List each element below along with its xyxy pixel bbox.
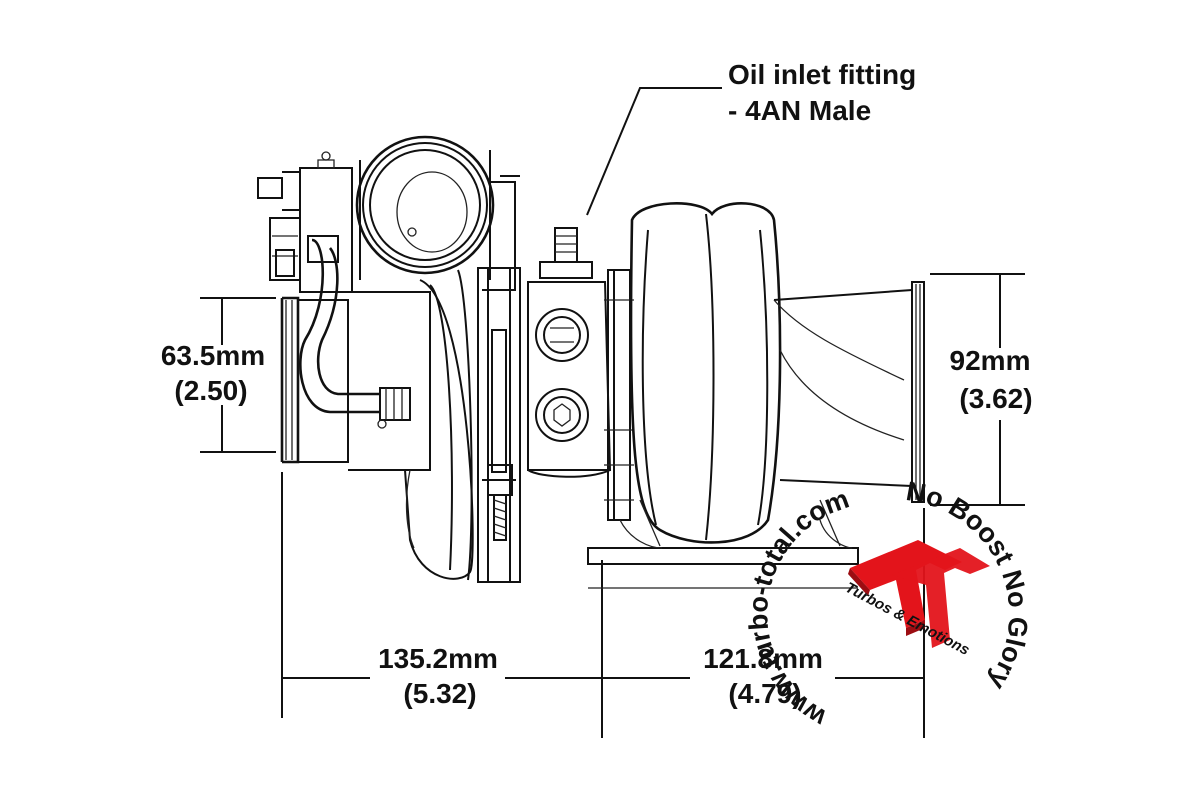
compressor-inlet <box>280 296 349 464</box>
compressor-housing <box>348 269 474 581</box>
oil-inlet-fitting <box>527 227 612 478</box>
labels: Oil inlet fitting - 4AN Male 63.5mm (2.5… <box>161 59 1033 709</box>
inlet-dim-mm: 63.5mm <box>161 340 265 371</box>
turbine-base-flange <box>587 499 859 565</box>
length-a-in: (5.32) <box>403 678 476 709</box>
length-a-mm: 135.2mm <box>378 643 498 674</box>
tt-logo-mark <box>848 540 990 648</box>
length-b-mm: 121.8mm <box>703 643 823 674</box>
turbine-flange <box>604 269 634 521</box>
outlet-dim-mm: 92mm <box>950 345 1031 376</box>
oil-inlet-label-line1: Oil inlet fitting <box>728 59 916 90</box>
turbine-housing <box>629 202 925 544</box>
oil-inlet-label-line2: - 4AN Male <box>728 95 871 126</box>
inlet-dim-in: (2.50) <box>174 375 247 406</box>
center-housing <box>477 267 521 583</box>
length-b-in: (4.79) <box>728 678 801 709</box>
outlet-dim-in: (3.62) <box>959 383 1032 414</box>
turbocharger-drawing <box>257 135 925 583</box>
dimension-lines <box>200 87 1025 738</box>
actuator-assembly <box>257 151 411 429</box>
compressor-outlet-ring <box>355 135 520 290</box>
